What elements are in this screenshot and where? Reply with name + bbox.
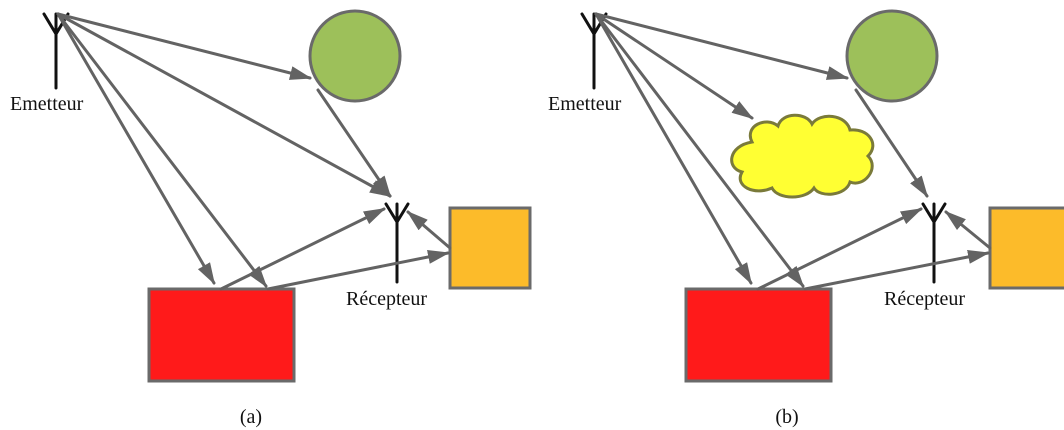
- panel-a-arrow-rect-to-rx: [219, 207, 386, 291]
- panel-b-arrow-rect-to-rx: [756, 207, 923, 291]
- panel-a-green-circle: [308, 9, 402, 103]
- panel-b-cloud: [730, 113, 875, 199]
- panel-b-receiver-label: Récepteur: [884, 288, 965, 310]
- panel-b-orange-square: [988, 206, 1064, 290]
- panel-a-receiver-antenna-icon: [384, 202, 410, 284]
- panel-b-arrow-tx-to-rect-right: [594, 12, 805, 288]
- panel-a-arrow-tx-to-circle: [56, 12, 312, 80]
- panel-b-green-circle: [845, 9, 939, 103]
- panel-a-red-rectangle: [147, 287, 296, 383]
- panel-a-orange-square: [448, 206, 532, 290]
- panel-a-arrow-rect-to-square: [266, 250, 450, 291]
- panel-a-propagation-paths: [56, 12, 452, 291]
- panel-b-caption: (b): [775, 406, 798, 428]
- panel-b-arrow-tx-to-rect-left: [594, 12, 753, 285]
- panel-b-arrow-rect-to-square: [803, 249, 990, 291]
- panel-b-transmitter-label: Emetteur: [548, 93, 622, 115]
- panel-a-arrow-square-to-rx: [406, 210, 452, 250]
- panel-a-caption: (a): [240, 406, 262, 428]
- panel-b-red-rectangle: [684, 287, 833, 383]
- panel-a-arrow-tx-to-rx: [56, 12, 392, 198]
- panel-b-arrow-tx-to-cloud: [594, 12, 754, 120]
- panel-a-receiver-label: Récepteur: [346, 288, 427, 310]
- panel-b-receiver-antenna-icon: [921, 202, 947, 284]
- panel-b-arrow-square-to-rx: [944, 210, 992, 250]
- panel-a-arrow-circle-to-rx: [316, 88, 392, 198]
- panel-b: Emetteur Récepteur (b): [548, 9, 1064, 428]
- panel-a-transmitter-label: Emetteur: [10, 93, 84, 115]
- panel-b-arrow-circle-to-rx: [854, 88, 929, 198]
- panel-a-arrow-tx-to-rect-left: [56, 12, 216, 285]
- panel-b-propagation-paths: [594, 12, 992, 291]
- panel-a: Emetteur Récepteur (a): [10, 9, 532, 428]
- panel-a-arrow-tx-to-rect-right: [56, 12, 268, 288]
- panel-b-arrow-tx-to-circle: [594, 12, 849, 80]
